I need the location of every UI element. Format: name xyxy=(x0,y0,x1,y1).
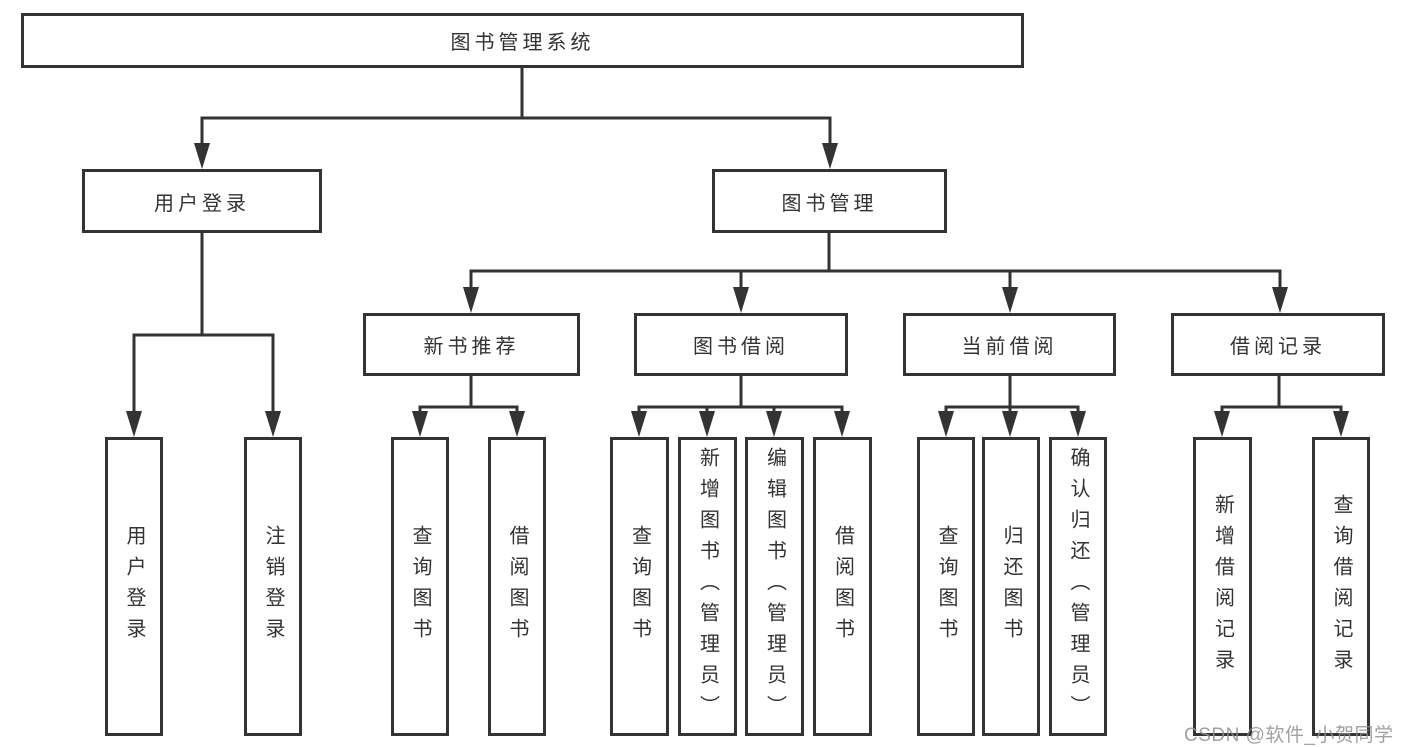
leaf-add-borrow-record: 新增借阅记录 xyxy=(1193,437,1252,736)
leaf-user-login: 用户登录 xyxy=(105,437,163,736)
csdn-watermark: CSDN @软件_小贺同学 xyxy=(1184,725,1394,746)
edge-new-book-to-leaves xyxy=(412,374,525,437)
node-library-management-system: 图书管理系统 xyxy=(21,13,1024,68)
leaf-confirm-return-admin: 确认归还（管理员） xyxy=(1049,437,1107,736)
leaf-query-borrow-record: 查询借阅记录 xyxy=(1312,437,1370,736)
leaf-logout-login: 注销登录 xyxy=(244,437,302,736)
node-borrowing-records: 借阅记录 xyxy=(1171,313,1385,376)
node-user-login: 用户登录 xyxy=(82,169,322,233)
leaf-query-books-recommend: 查询图书 xyxy=(391,437,449,736)
node-book-management: 图书管理 xyxy=(712,169,947,233)
edge-user-login-to-leaves xyxy=(126,231,281,437)
edge-current-borrowing-to-leaves xyxy=(938,374,1086,437)
edge-book-management-to-level3 xyxy=(463,231,1288,313)
edge-book-borrowing-to-leaves xyxy=(631,374,850,437)
leaf-add-book-admin: 新增图书（管理员） xyxy=(678,437,737,736)
node-book-borrowing: 图书借阅 xyxy=(634,313,848,376)
node-new-book-recommendation: 新书推荐 xyxy=(363,313,580,376)
leaf-query-books-borrowing: 查询图书 xyxy=(610,437,669,736)
leaf-return-books: 归还图书 xyxy=(982,437,1040,736)
node-current-borrowing: 当前借阅 xyxy=(903,313,1116,376)
edge-root-to-level2 xyxy=(194,66,838,169)
leaf-query-books-current: 查询图书 xyxy=(917,437,975,736)
leaf-borrow-books-recommend: 借阅图书 xyxy=(488,437,546,736)
leaf-borrow-books: 借阅图书 xyxy=(813,437,872,736)
leaf-edit-book-admin: 编辑图书（管理员） xyxy=(745,437,804,736)
edge-borrowing-records-to-leaves xyxy=(1214,374,1349,437)
